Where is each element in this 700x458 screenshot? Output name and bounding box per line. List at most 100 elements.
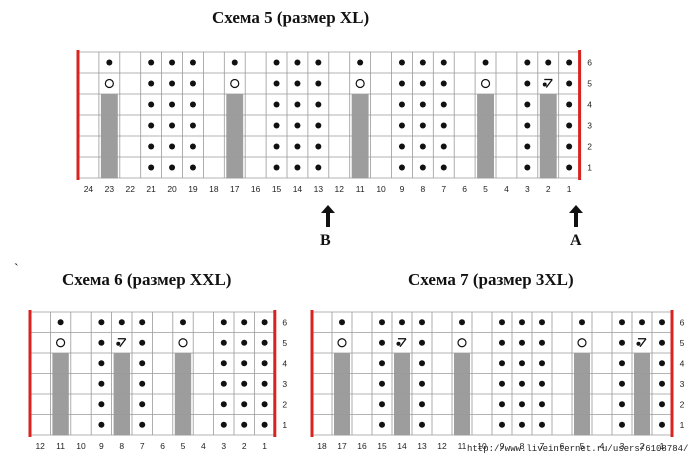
arrow-up-icon [568,205,584,227]
gray-no-stitch-cell [574,353,590,374]
dot-symbol [169,59,176,66]
dot-symbol [189,164,196,171]
column-label: 3 [525,184,530,194]
dot-symbol [106,59,113,66]
gray-no-stitch-cell [174,414,192,436]
row-label: 2 [282,399,287,409]
dot-symbol [180,319,186,326]
column-label: 19 [188,184,198,194]
dot-symbol [539,401,545,408]
dot-symbol [118,319,125,326]
row-label: 1 [587,163,592,173]
dot-symbol [619,360,625,367]
dot-symbol [659,421,665,428]
column-label: 1 [262,441,267,451]
row-label: 5 [282,338,287,348]
row-label: 2 [680,399,685,409]
dot-symbol [139,401,146,408]
gray-no-stitch-cell [539,157,557,179]
column-label: 12 [335,184,345,194]
row-label: 3 [282,379,287,389]
row-label: 5 [680,338,685,348]
row-label: 4 [680,358,685,368]
dot-symbol [148,101,155,108]
dot-symbol [379,380,385,387]
column-label: 17 [230,184,240,194]
gray-no-stitch-cell [454,353,470,374]
dot-symbol [220,401,227,408]
dot-symbol [499,380,505,387]
column-label: 13 [417,441,427,451]
gray-no-stitch-cell [634,394,650,415]
dot-symbol [148,59,155,66]
gray-no-stitch-cell [334,414,350,436]
gray-no-stitch-cell [477,136,494,158]
column-label: 6 [160,441,165,451]
column-label: 7 [540,441,545,451]
gray-no-stitch-cell [454,394,470,415]
column-label: 24 [84,184,94,194]
dot-symbol [169,143,176,150]
dot-symbol [261,401,268,408]
dot-symbol [619,380,625,387]
decrease-symbol [116,338,127,348]
dot-symbol [539,319,545,326]
column-label: 15 [377,441,387,451]
dot-symbol [139,380,146,387]
column-label: 14 [397,441,407,451]
dot-symbol [294,59,301,66]
dot-symbol [273,59,280,66]
dot-symbol [524,122,531,129]
gray-no-stitch-cell [351,115,369,137]
dot-symbol [148,80,155,87]
gray-no-stitch-cell [100,136,118,158]
dot-symbol [98,339,105,346]
dot-symbol [539,360,545,367]
dot-symbol [440,122,447,129]
row-label: 6 [282,317,287,327]
row-label: 6 [587,58,592,68]
dot-symbol [539,421,545,428]
dot-symbol [189,122,196,129]
column-label: 5 [483,184,488,194]
column-label: 9 [400,184,405,194]
row-label: 2 [587,142,592,152]
dot-symbol [220,319,227,326]
dot-symbol [519,319,525,326]
gray-no-stitch-cell [539,115,557,137]
dot-symbol [419,360,425,367]
dot-symbol [169,80,176,87]
column-label: 2 [640,441,645,451]
dot-symbol [169,101,176,108]
column-label: 4 [504,184,509,194]
dot-symbol [241,319,248,326]
column-label: 11 [458,441,467,451]
column-label: 11 [56,441,65,451]
decrease-symbol [396,338,407,348]
dot-symbol [241,401,248,408]
gray-no-stitch-cell [100,94,118,116]
dot-symbol [148,143,155,150]
dot-symbol [566,80,573,87]
circle-symbol [104,78,114,89]
dot-symbol [524,101,531,108]
gray-no-stitch-cell [351,94,369,116]
column-label: 8 [520,441,525,451]
dot-symbol [241,360,248,367]
dot-symbol [315,59,322,66]
dot-symbol [379,421,385,428]
dot-symbol [539,380,545,387]
row-label: 6 [680,317,685,327]
dot-symbol [273,164,280,171]
dot-symbol [519,401,525,408]
gray-no-stitch-cell [52,373,69,395]
dot-symbol [499,401,505,408]
dot-symbol [539,339,545,346]
gray-no-stitch-cell [174,373,192,395]
dot-symbol [261,339,268,346]
gray-no-stitch-cell [574,414,590,436]
dot-symbol [499,339,505,346]
column-label: 15 [272,184,282,194]
dot-symbol [579,319,585,326]
column-label: 4 [201,441,206,451]
